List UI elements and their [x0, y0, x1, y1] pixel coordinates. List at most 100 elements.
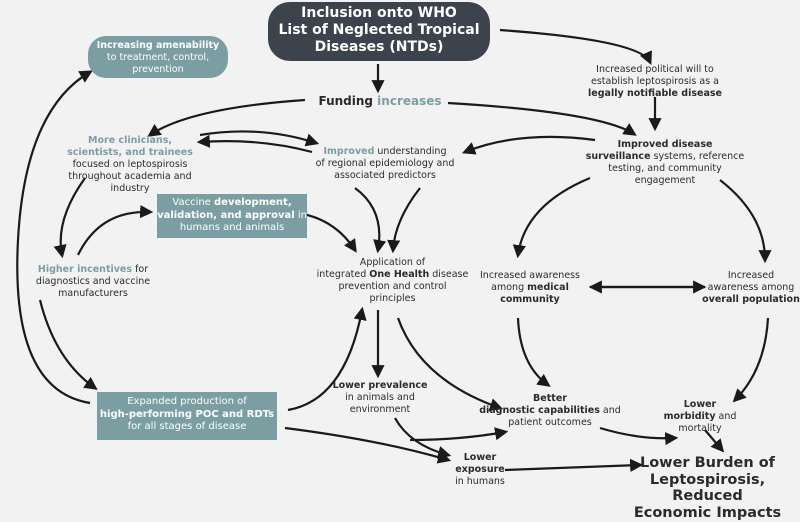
medical-line-1: Increased awareness	[480, 270, 580, 281]
amenability-box: Increasing amenability to treatment, con…	[88, 36, 228, 78]
burden-line-2: Leptospirosis, Reduced	[649, 471, 766, 505]
medical-community-node: Increased awareness among medical commun…	[470, 270, 590, 306]
political-line-2: establish leptospirosis as a	[591, 75, 719, 87]
morbidity-line-2: morbidity and	[650, 411, 750, 423]
who-line-2: List of Neglected Tropical	[278, 21, 480, 38]
arrow-funding-to-clinicians	[147, 98, 306, 137]
medical-bold-1: medical	[527, 281, 569, 293]
political-line-1: Increased political will to	[596, 64, 714, 75]
arrow-poc-to-exposure	[284, 426, 452, 464]
medical-pre: among	[491, 281, 528, 293]
exposure-bold: Lower exposure	[455, 452, 505, 475]
medical-bold-2: community	[500, 293, 560, 305]
funding-increases: increases	[377, 94, 442, 108]
arrow-population-to-morbidity	[732, 317, 770, 403]
incentives-bold: Higher incentives	[37, 264, 133, 275]
political-bold: legally notifiable disease	[588, 87, 722, 99]
arrow-surveillance-to-population	[719, 179, 772, 264]
vaccine-line-2: validation, and approval in	[157, 210, 307, 223]
poc-line-1: Expanded production of	[127, 396, 247, 407]
clinicians-line-3: focused on leptospirosis	[72, 158, 188, 170]
vaccine-bold-2: validation, and approval	[157, 209, 295, 221]
surveillance-line-4: engagement	[634, 174, 696, 186]
vaccine-pre: Vaccine	[172, 197, 215, 208]
incentives-line-2: diagnostics and vaccine	[35, 275, 151, 287]
onehealth-line-4: principles	[369, 292, 416, 304]
arrow-clinicians-to-improved	[199, 130, 320, 147]
prevalence-line-3: environment	[349, 403, 411, 415]
arrow-improved-to-clinicians	[196, 134, 313, 154]
poc-line-3: for all stages of disease	[127, 421, 247, 432]
arrow-exposure-to-burden	[504, 458, 644, 472]
improved-line-3: associated predictors	[334, 169, 436, 181]
diagnostic-line-3: patient outcomes	[508, 416, 592, 428]
burden-line-1: Lower Burden of	[639, 455, 775, 471]
poc-bold: high-performing POC and RDTs	[99, 408, 275, 420]
incentives-node: Higher incentives for diagnostics and va…	[18, 264, 168, 300]
funding-label: Funding	[318, 94, 378, 108]
funding-node: Funding increases	[300, 94, 460, 109]
improved-word: Improved	[323, 146, 375, 157]
who-ntd-box: Inclusion onto WHO List of Neglected Tro…	[268, 2, 490, 61]
amenability-line-2: to treatment, control,	[106, 51, 210, 63]
arrows-layer	[16, 28, 772, 472]
overall-population-node: Increased awareness among overall popula…	[702, 270, 800, 306]
morbidity-line-3: mortality	[678, 422, 722, 434]
onehealth-line-1: Application of	[359, 257, 426, 268]
arrow-diagnostic-to-morbidity	[599, 426, 679, 446]
burden-line-3: Economic Impacts	[633, 505, 782, 522]
arrow-morbidity-to-burden	[704, 429, 725, 453]
population-line-1: Increased	[727, 270, 775, 281]
onehealth-bold: One Health	[369, 268, 430, 280]
poc-rdt-box: Expanded production of high-performing P…	[97, 392, 277, 440]
morbidity-bold-2: morbidity	[663, 410, 716, 422]
clinicians-node: More clinicians, scientists, and trainee…	[55, 135, 205, 194]
arrow-poc-to-amenability	[16, 70, 93, 405]
one-health-node: Application of integrated One Health dis…	[305, 257, 480, 305]
vaccine-line-3: humans and animals	[179, 222, 285, 233]
arrow-who-to-political	[499, 28, 652, 66]
amenability-line-3: prevention	[132, 63, 184, 75]
arrow-clinicians-to-incentives	[53, 177, 86, 259]
surveillance-line-3: testing, and community	[608, 162, 722, 174]
onehealth-post: disease	[429, 268, 469, 280]
arrow-poc-to-onehealth	[287, 306, 367, 412]
surveillance-bold-1: Improved disease	[617, 139, 713, 150]
improved-line-2: of regional epidemiology and	[315, 157, 455, 169]
arrow-prevalence-to-diagnostic	[409, 427, 509, 442]
population-bold: overall population	[702, 293, 800, 305]
clinicians-line-4: throughout academia and	[68, 170, 192, 182]
who-line-1: Inclusion onto WHO	[301, 5, 457, 21]
lower-exposure-node: Lower exposure in humans	[440, 452, 520, 488]
arrow-incentives-to-poc	[38, 299, 98, 390]
morbidity-bold-1: Lower	[683, 399, 717, 410]
arrow-funding-to-surveillance	[447, 101, 637, 136]
clinicians-bold-1: More clinicians,	[88, 135, 172, 146]
incentives-line-3: manufacturers	[58, 287, 128, 299]
vaccine-box: Vaccine development, validation, and app…	[157, 194, 307, 238]
amenability-title: Increasing amenability	[96, 40, 220, 51]
incentives-rest-1: for	[132, 264, 149, 275]
clinicians-line-5: industry	[110, 182, 150, 194]
diagnostic-post: and	[599, 404, 621, 416]
arrow-prevalence-to-exposure	[394, 417, 452, 459]
surveillance-bold-2: surveillance	[585, 150, 651, 162]
diagnostic-line-2: diagnostic capabilities and	[455, 405, 645, 417]
who-line-3: Diseases (NTDs)	[314, 38, 444, 55]
prevalence-line-2: in animals and	[345, 391, 415, 403]
medical-line-2: among medical	[470, 282, 590, 294]
arrow-surveillance-to-improved	[461, 135, 596, 155]
improved-rest: understanding	[374, 146, 447, 157]
arrow-incentives-to-vaccine	[77, 205, 154, 256]
surveillance-rest-1: systems, reference	[650, 150, 745, 162]
lower-prevalence-node: Lower prevalence in animals and environm…	[330, 380, 430, 416]
arrow-improved-to-onehealth-1	[354, 187, 387, 254]
vaccine-line-1: Vaccine development,	[157, 197, 307, 210]
surveillance-node: Improved disease surveillance systems, r…	[585, 139, 745, 187]
lower-burden-node: Lower Burden of Leptospirosis, Reduced E…	[615, 455, 800, 522]
morbidity-post: and	[715, 410, 737, 422]
arrow-improved-to-onehealth-2	[387, 187, 421, 254]
onehealth-pre: integrated	[316, 268, 370, 280]
incentives-line-1: Higher incentives for	[18, 264, 168, 276]
diagnostic-node: Better diagnostic capabilities and patie…	[455, 393, 645, 429]
